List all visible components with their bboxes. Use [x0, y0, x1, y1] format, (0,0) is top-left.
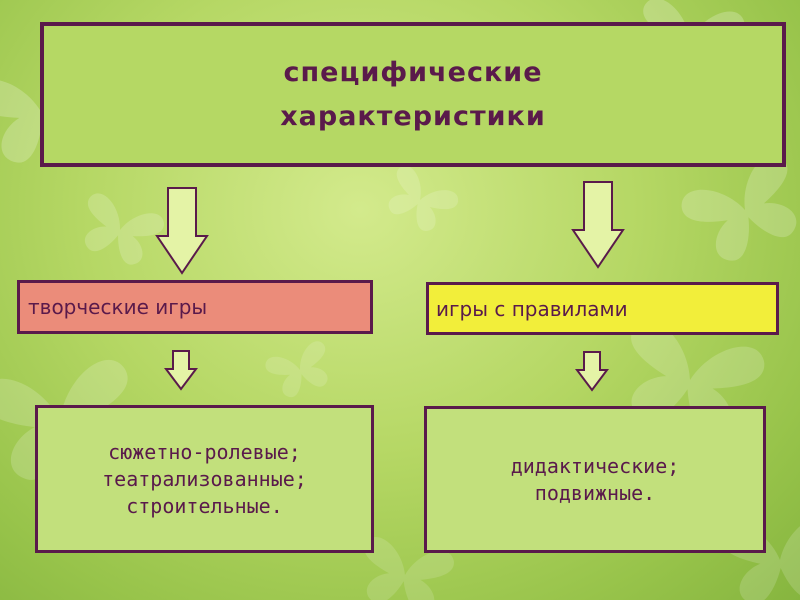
category-label: творческие игры [28, 295, 208, 319]
arrow-down-icon [155, 187, 209, 275]
diagram-title: специфические характеристики [280, 56, 546, 132]
butterfly-icon [676, 150, 800, 272]
title-box: специфические характеристики [40, 22, 786, 167]
butterfly-icon [263, 338, 338, 403]
detail-text: сюжетно-ролевые; театрализованные; строи… [102, 439, 307, 518]
arrow-down-icon [575, 351, 609, 392]
category-label: игры с правилами [436, 296, 628, 321]
category-creative-games: творческие игры [17, 280, 373, 334]
arrow-down-icon [571, 181, 625, 269]
rule-games-list: дидактические; подвижные. [424, 406, 766, 553]
arrow-down-icon [164, 350, 198, 391]
detail-text: дидактические; подвижные. [510, 453, 680, 505]
category-rule-games: игры с правилами [426, 282, 779, 335]
butterfly-icon [72, 190, 167, 272]
butterfly-icon [377, 162, 462, 239]
creative-games-list: сюжетно-ролевые; театрализованные; строи… [35, 405, 374, 553]
